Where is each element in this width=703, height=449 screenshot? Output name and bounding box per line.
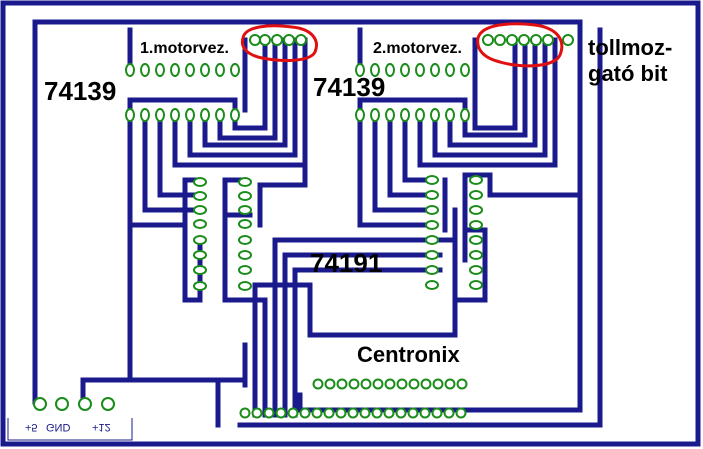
power-labels: +5 GND +12 <box>25 421 111 433</box>
motor2-label: 2.motorvez. <box>373 40 462 57</box>
motor2-highlight <box>476 22 564 68</box>
label-p12: +12 <box>92 421 111 433</box>
ic2-label: 74139 <box>313 72 385 102</box>
centronix-bottom-row-pads <box>239 407 467 419</box>
motor1-highlight <box>240 24 318 62</box>
ic1-top-pads <box>125 63 240 77</box>
connector-label: Centronix <box>357 342 460 367</box>
copper-traces <box>32 19 603 428</box>
ic-right-right-column-pads <box>469 175 483 290</box>
motor1-connector-pads <box>249 34 307 46</box>
counter-right-column-pads <box>238 177 252 291</box>
motor2-connector-pads <box>482 34 574 46</box>
ic2-top-pads <box>355 63 470 77</box>
pen-label-line2: gató bit <box>588 61 668 86</box>
ic1-label: 74139 <box>44 76 116 106</box>
centronix-top-row-pads <box>312 378 468 390</box>
power-connector-pads <box>33 397 115 411</box>
ic1-bottom-pads <box>125 108 240 122</box>
power-connector-outline <box>7 418 133 441</box>
ic-right-left-column-pads <box>425 175 439 290</box>
counter-label: 74191 <box>310 248 382 278</box>
label-gnd: GND <box>46 421 71 433</box>
ic2-bottom-pads <box>355 108 470 122</box>
motor1-label: 1.motorvez. <box>140 40 229 57</box>
label-p5: +5 <box>25 421 38 433</box>
counter-left-column-pads <box>193 177 207 291</box>
pen-label-line1: tollmoz- <box>588 35 672 60</box>
